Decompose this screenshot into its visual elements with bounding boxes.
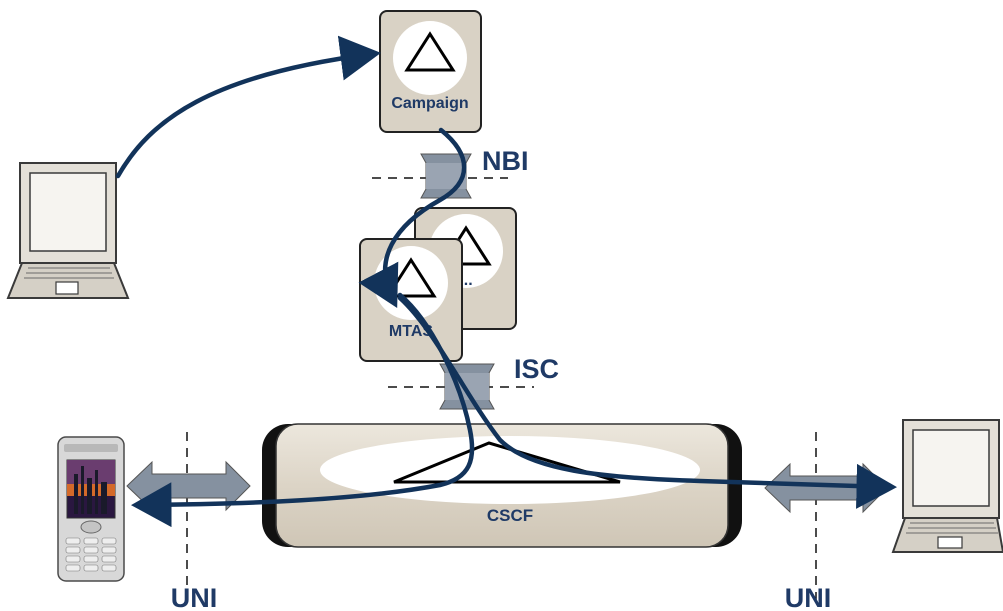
cscf-label: CSCF xyxy=(487,506,533,525)
flow-line-laptop-to-campaign xyxy=(115,35,381,179)
laptop-icon-right xyxy=(891,419,1003,553)
triangle-icon xyxy=(385,257,437,298)
mobile-phone-icon xyxy=(57,436,125,582)
triangle-icon xyxy=(393,441,621,484)
mtas-node: MTAS xyxy=(359,238,463,362)
flow-line-mtas-to-laptop xyxy=(397,295,897,509)
uni-left-label: UNI xyxy=(171,583,218,611)
uni-right-label: UNI xyxy=(785,583,832,611)
mtas-label: MTAS xyxy=(389,323,433,340)
laptop-icon-left xyxy=(6,162,130,299)
flow-line-campaign-to-mtas xyxy=(358,127,467,308)
isc-connector xyxy=(439,363,495,410)
campaign-label: Campaign xyxy=(391,95,468,112)
nbi-label: NBI xyxy=(482,146,529,176)
campaign-node: Campaign xyxy=(379,10,482,133)
triangle-icon xyxy=(404,31,456,72)
cscf-node: CSCF xyxy=(262,423,742,548)
isc-label: ISC xyxy=(514,354,559,384)
